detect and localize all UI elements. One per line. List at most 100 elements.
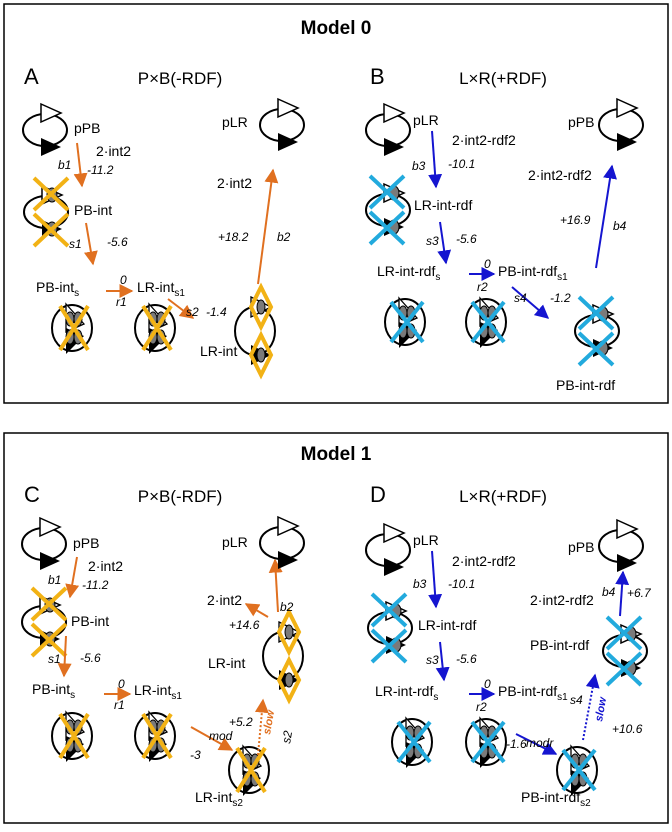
arrow-b3 (428, 130, 443, 189)
label-s3: s3 (426, 234, 439, 248)
plasmid-lrintrdf-icon (364, 174, 412, 246)
label-lrintrdfs-d: LR-int-rdfs (375, 683, 438, 703)
model0-title: Model 0 (301, 18, 372, 39)
label-lrintrdfs: LR-int-rdfs (377, 263, 440, 283)
label-r1: r1 (116, 295, 127, 309)
label-s2: s2 (186, 305, 199, 319)
label-lrintrdf-d: LR-int-rdf (418, 617, 476, 633)
energy-s4: -1.2 (550, 291, 571, 305)
energy-b1: -11.2 (87, 163, 114, 177)
label-modr: modr (526, 736, 554, 750)
label-ppb-c: pPB (73, 535, 99, 551)
arrow-s1-c (57, 635, 72, 678)
label-pbintrdf: PB-int-rdf (556, 377, 615, 393)
plasmid-pbint-icon (22, 176, 70, 248)
arrow-b2-c-side (244, 603, 269, 618)
plasmid-plr-b-icon (365, 103, 411, 157)
arrow-b3-d (428, 550, 443, 609)
label-b2: b2 (277, 230, 291, 244)
energy-b3: -10.1 (448, 157, 475, 171)
energy-slow-c: +5.2 (229, 715, 253, 729)
label-b3-d: b3 (413, 577, 427, 591)
label-2int2-c: 2·int2 (88, 558, 123, 574)
energy-r2: 0 (484, 257, 491, 271)
label-lrint-c: LR-int (208, 655, 245, 671)
label-mod: mod (209, 729, 233, 743)
label-2int2-out: 2·int2 (217, 175, 252, 191)
label-plr: pLR (222, 114, 248, 130)
label-s1: s1 (69, 237, 82, 251)
energy-r2-d: 0 (484, 677, 491, 691)
plasmid-plr-icon (259, 98, 305, 152)
panel-c: C P×B(-RDF) pPB 2·int2 b1 -11.2 PB-int s… (20, 482, 305, 809)
label-ppb: pPB (74, 120, 100, 136)
label-b1-c: b1 (48, 573, 61, 587)
panel-a: A P×B(-RDF) pPB 2·int2 b1 -11.2 PB-int s… (22, 64, 305, 377)
label-pbintrdfs1-d: PB-int-rdfs1 (498, 683, 568, 703)
energy-b2-c: +14.6 (229, 618, 260, 632)
energy-b1-c: -11.2 (82, 578, 109, 592)
synapse-pbintrdfs1-icon (464, 296, 508, 350)
synapse-lrints1-c-icon (133, 710, 177, 764)
energy-s2: -1.4 (206, 305, 227, 319)
plasmid-ppb-d-icon (598, 519, 644, 573)
label-lrint: LR-int (200, 343, 237, 359)
label-plr-b: pLR (413, 112, 439, 128)
label-lrints1: LR-ints1 (137, 279, 185, 299)
label-pbints: PB-ints (36, 279, 79, 299)
panel-letter-b: B (370, 64, 385, 89)
plasmid-plr-c-icon (259, 516, 305, 570)
plasmid-lrintrdf-d-icon (366, 592, 414, 664)
arrow-slow-d (582, 673, 600, 741)
energy-b4-d: +6.7 (627, 586, 652, 600)
arrow-mod (190, 726, 234, 751)
label-plr-d: pLR (413, 532, 439, 548)
label-b1: b1 (58, 158, 71, 172)
plasmid-ppb-c-icon (21, 517, 67, 571)
energy-b3-d: -10.1 (448, 577, 475, 591)
energy-r1-c: 0 (118, 677, 125, 691)
plasmid-pbintrdf-icon (573, 295, 621, 367)
energy-s3-d: -5.6 (456, 652, 477, 666)
synapse-lrints2-icon (227, 744, 271, 798)
energy-slow-d: +10.6 (612, 722, 643, 736)
model0-frame (3, 3, 669, 404)
arrow-s1 (83, 222, 98, 266)
label-lrints2: LR-ints2 (195, 789, 243, 809)
label-s3-d: s3 (426, 653, 439, 667)
label-s4: s4 (514, 291, 527, 305)
label-ppb-d: pPB (568, 539, 594, 555)
label-pbints-c: PB-ints (32, 681, 75, 701)
synapse-pbints-c-icon (50, 710, 94, 764)
arrow-s3 (437, 221, 452, 265)
label-slow-c: slow (261, 708, 277, 736)
label-int2rdf2-out: 2·int2-rdf2 (528, 167, 592, 183)
label-r1-c: r1 (114, 698, 125, 712)
synapse-lrintrdfs-d-icon (390, 716, 434, 770)
label-b3: b3 (412, 159, 426, 173)
cross-label-d: L×R(+RDF) (459, 487, 547, 506)
plasmid-pbintrdf-d-icon (601, 615, 649, 687)
model1-frame (3, 432, 669, 824)
synapse-lrintrdfs-icon (383, 296, 427, 350)
synapse-pbintrdfs1-d-icon (464, 716, 508, 770)
label-2int2: 2·int2 (96, 143, 131, 159)
arrow-slow-c (254, 698, 269, 756)
label-ppb-b: pPB (568, 114, 594, 130)
plasmid-pbint-c-icon (20, 586, 68, 658)
energy-modr: -1.6 (506, 737, 527, 751)
label-int2rdf2: 2·int2-rdf2 (452, 132, 516, 148)
label-plr-c: pLR (222, 534, 248, 550)
label-2int2-out-c: 2·int2 (207, 592, 242, 608)
label-pbint-c: PB-int (71, 613, 109, 629)
label-b4: b4 (613, 219, 627, 233)
label-r2-d: r2 (476, 700, 487, 714)
synapse-lrints1-icon (133, 302, 177, 356)
panel-b: B L×R(+RDF) pLR 2·int2-rdf2 b3 -10.1 LR-… (364, 64, 644, 393)
label-pbintrdfs1: PB-int-rdfs1 (498, 263, 568, 283)
energy-s3: -5.6 (456, 232, 477, 246)
plasmid-ppb-b-icon (598, 98, 644, 152)
arrow-modr (515, 733, 558, 755)
arrow-s3-d (435, 641, 450, 682)
